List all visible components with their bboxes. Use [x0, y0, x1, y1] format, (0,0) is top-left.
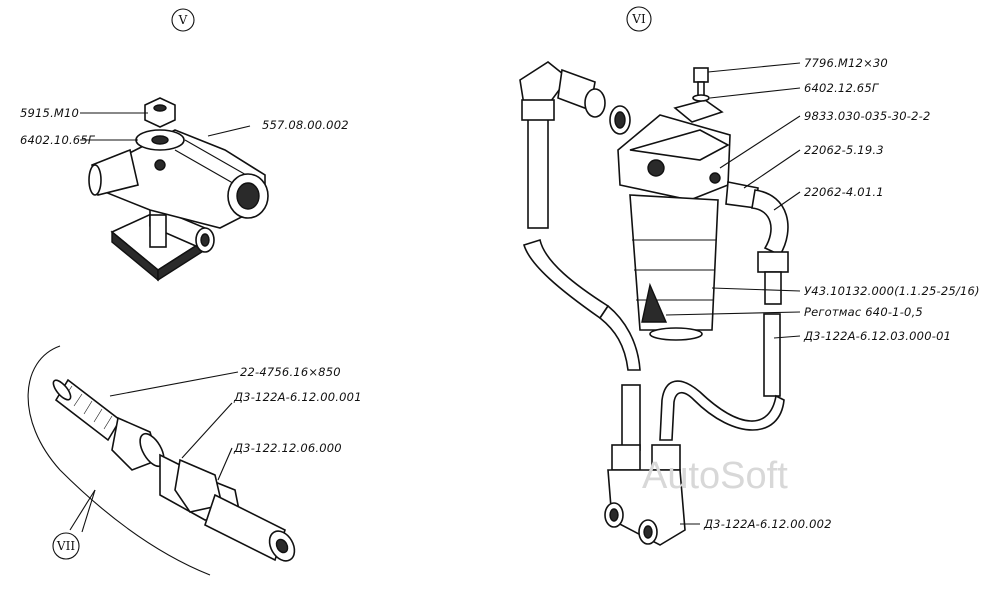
clamp-hole	[154, 159, 166, 171]
tee-nut-left	[611, 444, 641, 471]
nut-m10	[144, 97, 176, 128]
label-clamp: 557.08.00.002	[262, 118, 349, 132]
washer-12	[692, 94, 710, 102]
washer-hole	[151, 135, 169, 145]
filter-body	[629, 194, 719, 331]
bracket	[673, 99, 724, 123]
right-hose-loop	[659, 380, 785, 441]
left-elbow-nut	[521, 99, 555, 121]
lower-tube-bore	[200, 233, 210, 247]
top-fitting-nut	[584, 88, 606, 118]
leader-union-vii	[217, 447, 233, 481]
label-hose-vii: 22-4756.16×850	[240, 365, 341, 379]
label-hose-vi: Д3-122А-6.12.03.000-01	[803, 329, 951, 343]
label-regotmas: Реготмас 640-1-0,5	[804, 305, 923, 319]
pointer-vii-2	[81, 489, 96, 533]
left-pipe	[527, 107, 549, 229]
watermark: AutoSoft	[642, 455, 788, 497]
leader-nut-vii	[181, 402, 233, 459]
label-fitting-vi: 9833.030-035-30-2-2	[804, 109, 931, 123]
clamp-ridge-2	[184, 139, 256, 181]
view-v-label: V	[178, 13, 188, 27]
filter-head-top	[629, 129, 730, 161]
union-pipe-bore	[275, 538, 289, 554]
filter-bottom	[649, 327, 703, 341]
filter-head	[617, 114, 731, 201]
tee-nut-right	[651, 444, 681, 471]
filter-head-port	[709, 172, 721, 184]
leader-fitting-vi	[719, 115, 801, 169]
hose-end	[52, 379, 72, 401]
leader-washer-12	[709, 87, 801, 99]
view-vii-drawing	[27, 345, 296, 576]
seal-ring-hole	[614, 111, 626, 129]
label-nut-m10: 5915.М10	[20, 106, 79, 120]
tee-port-right-bore	[643, 525, 653, 539]
view-v-circle	[171, 8, 195, 32]
leader-regotmas	[665, 311, 801, 316]
left-lower-pipe	[621, 384, 641, 451]
label-nut-vii: Д3-122А-6.12.00.001	[233, 390, 362, 404]
label-filter: У43.10132.000(1.1.25-25/16)	[804, 284, 980, 298]
right-elbow-nut	[757, 251, 789, 273]
view-v-clamp-drawing	[88, 97, 269, 282]
filter-head-plug	[647, 159, 665, 177]
label-washer-10: 6402.10.65Г	[20, 133, 96, 147]
regotmas-triangle	[641, 282, 668, 323]
view-vi-label: VI	[631, 12, 646, 26]
leader-nipple-vi	[743, 149, 801, 189]
leader-hose-vii	[109, 371, 239, 397]
bolt-stem	[149, 214, 167, 248]
leader-elbow-vi	[773, 191, 801, 211]
label-washer-12: 6402.12.65Г	[804, 81, 880, 95]
zoom-circle-arc	[27, 345, 211, 576]
leader-clamp	[207, 125, 251, 137]
label-tee-vi: Д3-122А-6.12.00.002	[703, 517, 832, 531]
left-tube-end	[88, 164, 102, 196]
label-bolt: 7796.М12×30	[804, 56, 888, 70]
tee-port-left-bore	[609, 508, 619, 522]
leader-bolt	[707, 62, 801, 73]
label-union-vii: Д3-122.12.06.000	[233, 441, 342, 455]
right-elbow	[751, 189, 789, 257]
leader-hose-vi	[773, 335, 801, 339]
view-vii-circle	[52, 532, 80, 560]
union-pipe	[204, 493, 286, 562]
left-hose-lower	[598, 304, 641, 371]
right-hose	[763, 313, 781, 397]
bolt-head	[693, 67, 709, 83]
clamp-bore-hole	[236, 182, 260, 210]
view-vii-label: VII	[56, 539, 75, 553]
label-elbow-vi: 22062-4.01.1	[804, 185, 884, 199]
label-nipple-vi: 22062-5.19.3	[804, 143, 884, 157]
right-short-pipe	[764, 271, 782, 305]
left-hose-bend	[523, 238, 610, 320]
union-hex	[174, 458, 223, 513]
view-vi-circle	[626, 6, 652, 32]
nut-hole	[153, 104, 167, 112]
pointer-vii-1	[69, 489, 96, 531]
leader-filter	[711, 287, 801, 292]
view-vi-drawing	[519, 61, 789, 546]
